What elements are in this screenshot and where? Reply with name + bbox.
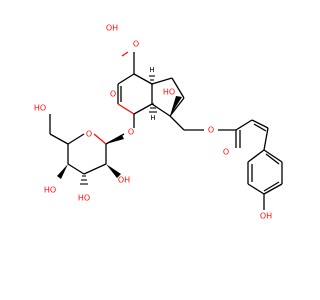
chemical-structure: OH O O H H HO O O HO HO HO OH O O OH bbox=[34, 24, 283, 221]
sugar-hydroxyl-3-label: OH bbox=[118, 176, 130, 185]
ester-carbonyl-oxygen-label: O bbox=[223, 148, 229, 157]
ester-oxygen-label: O bbox=[208, 126, 214, 135]
tertiary-hydroxyl-label: HO bbox=[163, 88, 175, 97]
stereo-bonds bbox=[57, 75, 182, 185]
h-4a-label: H bbox=[149, 66, 154, 74]
glycosidic-oxygen-label: O bbox=[128, 128, 134, 137]
bonds bbox=[49, 51, 283, 210]
ring-oxygen-label: O bbox=[110, 90, 116, 99]
sugar-hydroxyl-1-label: HO bbox=[44, 186, 56, 195]
phenol-hydroxyl-label: OH bbox=[260, 212, 272, 221]
atom-labels: OH O O H H HO O O HO HO HO OH O O OH bbox=[34, 24, 272, 221]
ch2oh-label: HO bbox=[34, 104, 46, 113]
sugar-hydroxyl-2-label: HO bbox=[78, 194, 90, 203]
sugar-ring-oxygen-label: O bbox=[86, 130, 92, 139]
cooh-carbonyl-label: O bbox=[133, 40, 139, 49]
cooh-hydroxyl-label: OH bbox=[106, 24, 118, 33]
h-7a-label: H bbox=[150, 114, 155, 122]
